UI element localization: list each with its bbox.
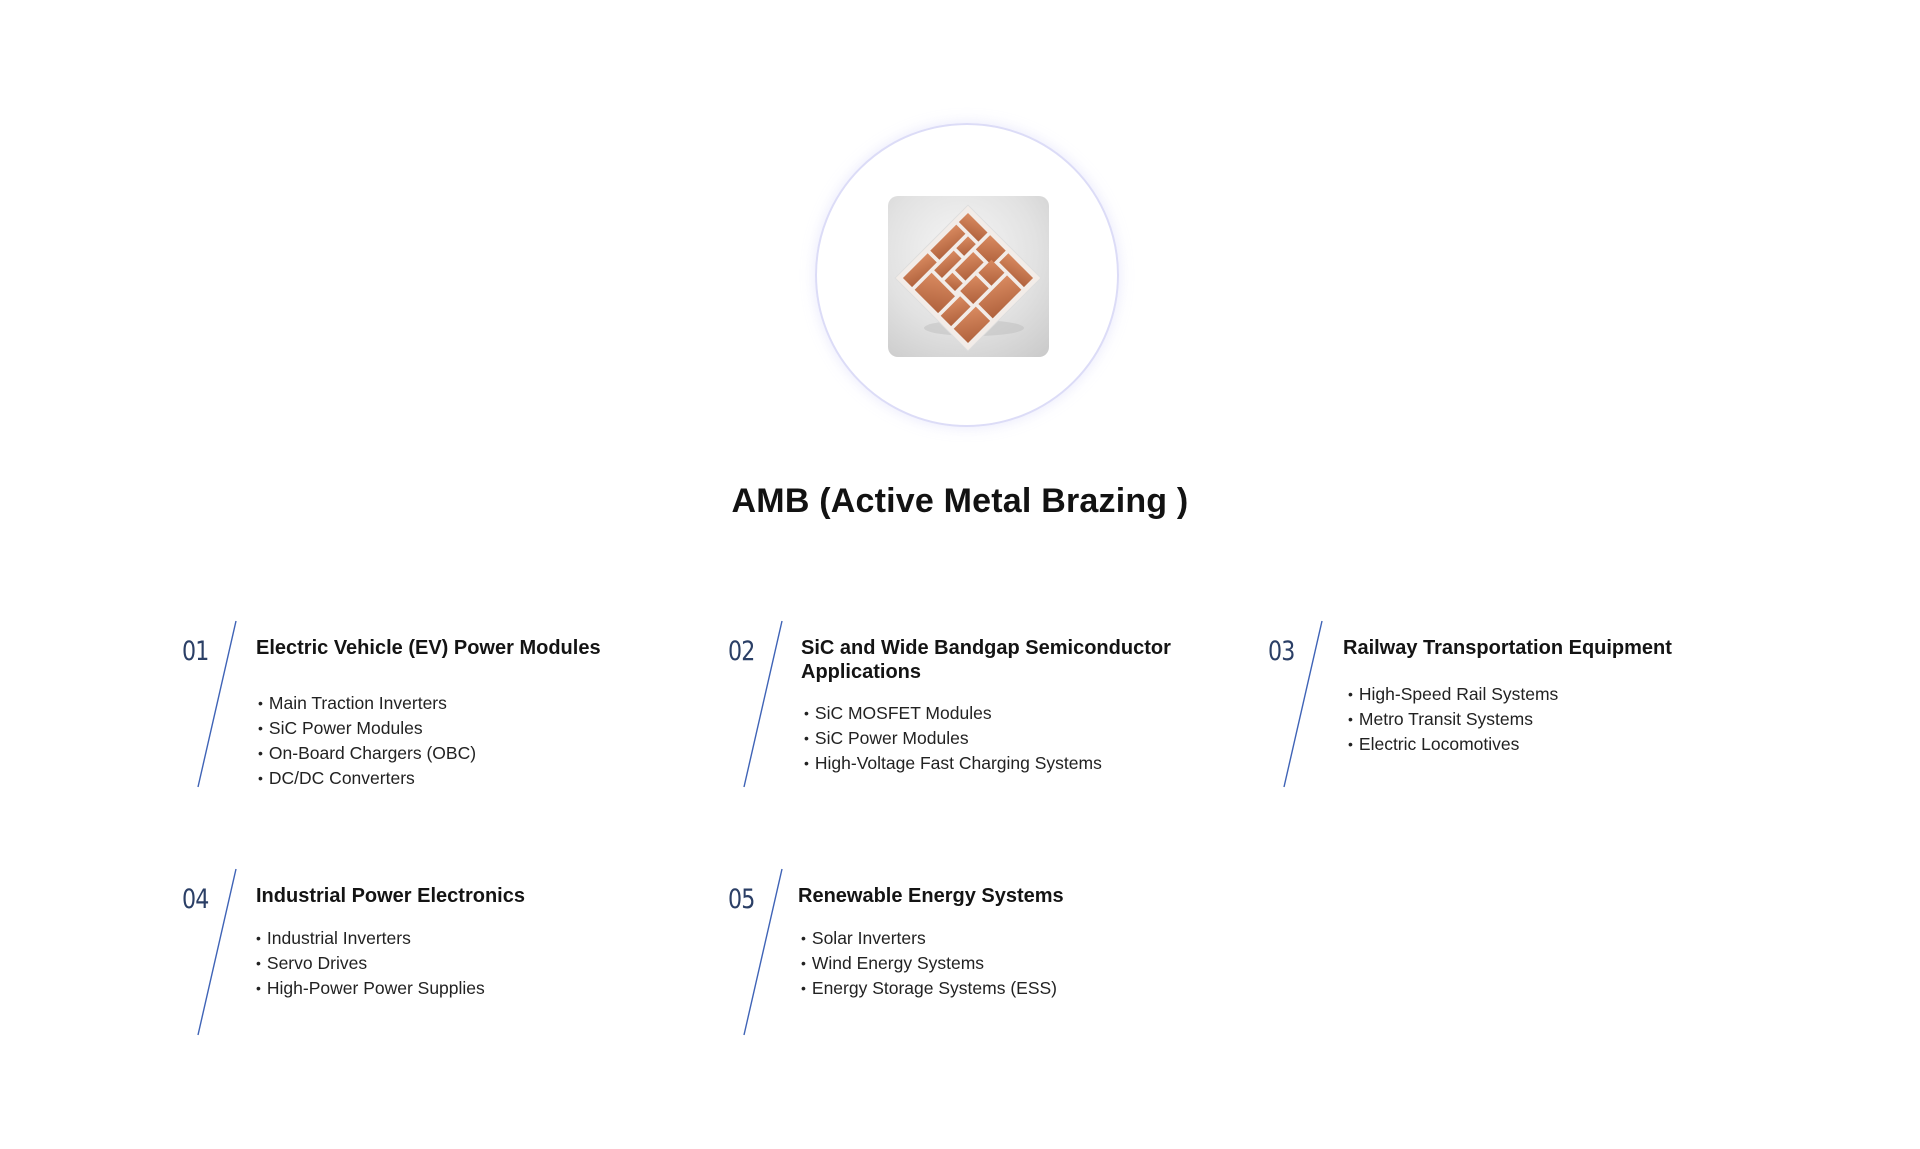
- list-item: High-Power Power Supplies: [256, 976, 485, 1001]
- item-list: Solar Inverters Wind Energy Systems Ener…: [801, 926, 1057, 1001]
- list-item: Energy Storage Systems (ESS): [801, 976, 1057, 1001]
- item-number: 05: [728, 884, 755, 915]
- list-item: SiC Power Modules: [804, 726, 1102, 751]
- list-item: DC/DC Converters: [258, 766, 476, 791]
- slash-divider: [743, 620, 783, 788]
- item-list: Industrial Inverters Servo Drives High-P…: [256, 926, 485, 1001]
- item-title: Renewable Energy Systems: [798, 885, 1064, 907]
- item-list: High-Speed Rail Systems Metro Transit Sy…: [1348, 682, 1558, 757]
- item-title: Electric Vehicle (EV) Power Modules: [256, 637, 601, 659]
- list-item: SiC Power Modules: [258, 716, 476, 741]
- item-title: Industrial Power Electronics: [256, 885, 525, 907]
- product-image-ring: [815, 123, 1119, 427]
- item-list: SiC MOSFET Modules SiC Power Modules Hig…: [804, 701, 1102, 776]
- list-item: Industrial Inverters: [256, 926, 485, 951]
- application-item-ev: 01 Electric Vehicle (EV) Power Modules M…: [182, 620, 682, 790]
- list-item: High-Voltage Fast Charging Systems: [804, 751, 1102, 776]
- list-item: Main Traction Inverters: [258, 691, 476, 716]
- list-item: Electric Locomotives: [1348, 732, 1558, 757]
- slash-divider: [1283, 620, 1323, 788]
- item-number: 02: [728, 636, 755, 667]
- list-item: SiC MOSFET Modules: [804, 701, 1102, 726]
- item-title: Railway Transportation Equipment: [1343, 637, 1672, 659]
- item-list: Main Traction Inverters SiC Power Module…: [258, 691, 476, 791]
- item-title: SiC and Wide Bandgap Semiconductor Appli…: [801, 637, 1171, 683]
- amb-substrate-icon: [894, 204, 1042, 352]
- list-item: High-Speed Rail Systems: [1348, 682, 1558, 707]
- amb-substrate-image: [888, 196, 1049, 357]
- slash-divider: [743, 868, 783, 1036]
- slash-divider: [197, 620, 237, 788]
- application-item-sic: 02 SiC and Wide Bandgap Semiconductor Ap…: [728, 620, 1248, 790]
- item-number: 04: [182, 884, 209, 915]
- application-item-industrial: 04 Industrial Power Electronics Industri…: [182, 868, 682, 1038]
- list-item: Servo Drives: [256, 951, 485, 976]
- slash-divider: [197, 868, 237, 1036]
- item-number: 01: [182, 636, 209, 667]
- application-item-railway: 03 Railway Transportation Equipment High…: [1268, 620, 1788, 790]
- page-title: AMB (Active Metal Brazing ): [731, 482, 1189, 520]
- list-item: Solar Inverters: [801, 926, 1057, 951]
- list-item: Metro Transit Systems: [1348, 707, 1558, 732]
- item-number: 03: [1268, 636, 1295, 667]
- application-item-renewable: 05 Renewable Energy Systems Solar Invert…: [728, 868, 1248, 1038]
- list-item: On-Board Chargers (OBC): [258, 741, 476, 766]
- list-item: Wind Energy Systems: [801, 951, 1057, 976]
